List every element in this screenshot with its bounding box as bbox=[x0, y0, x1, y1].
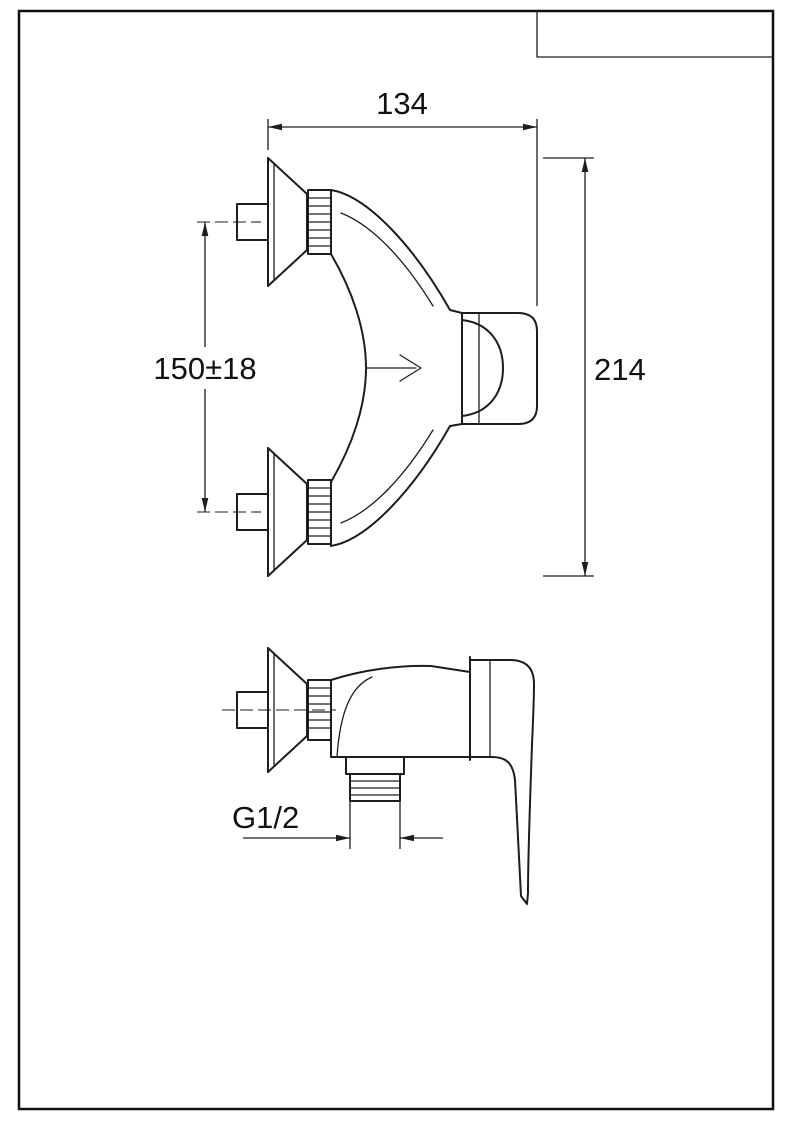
inlet-spacing-label: 150±18 bbox=[153, 351, 256, 386]
dimension-overall-height: 214 bbox=[543, 157, 646, 577]
dimension-overall-width: 134 bbox=[267, 86, 538, 306]
body-crease bbox=[365, 354, 422, 382]
top-wall-flange bbox=[267, 157, 308, 287]
overall-height-label: 214 bbox=[594, 352, 646, 387]
handle-front bbox=[461, 312, 538, 425]
mixer-body bbox=[330, 189, 463, 547]
title-block bbox=[536, 10, 774, 58]
overall-width-label: 134 bbox=[376, 86, 428, 121]
outlet-spout bbox=[345, 756, 405, 802]
dimension-inlet-spacing: 150±18 bbox=[153, 221, 261, 513]
bottom-wall-flange bbox=[267, 447, 308, 577]
front-view bbox=[236, 157, 538, 577]
sheet-border bbox=[17, 9, 775, 1111]
outlet-thread-label: G1/2 bbox=[232, 800, 299, 835]
handle-lever bbox=[469, 656, 535, 905]
outlet-thread bbox=[349, 773, 401, 802]
top-thread-nipple bbox=[307, 189, 332, 255]
dimension-outlet-thread: G1/2 bbox=[232, 800, 443, 849]
bottom-thread-nipple bbox=[307, 479, 332, 545]
side-view bbox=[222, 647, 535, 905]
cartridge-dome bbox=[461, 319, 504, 417]
side-mixer-body bbox=[330, 664, 471, 758]
